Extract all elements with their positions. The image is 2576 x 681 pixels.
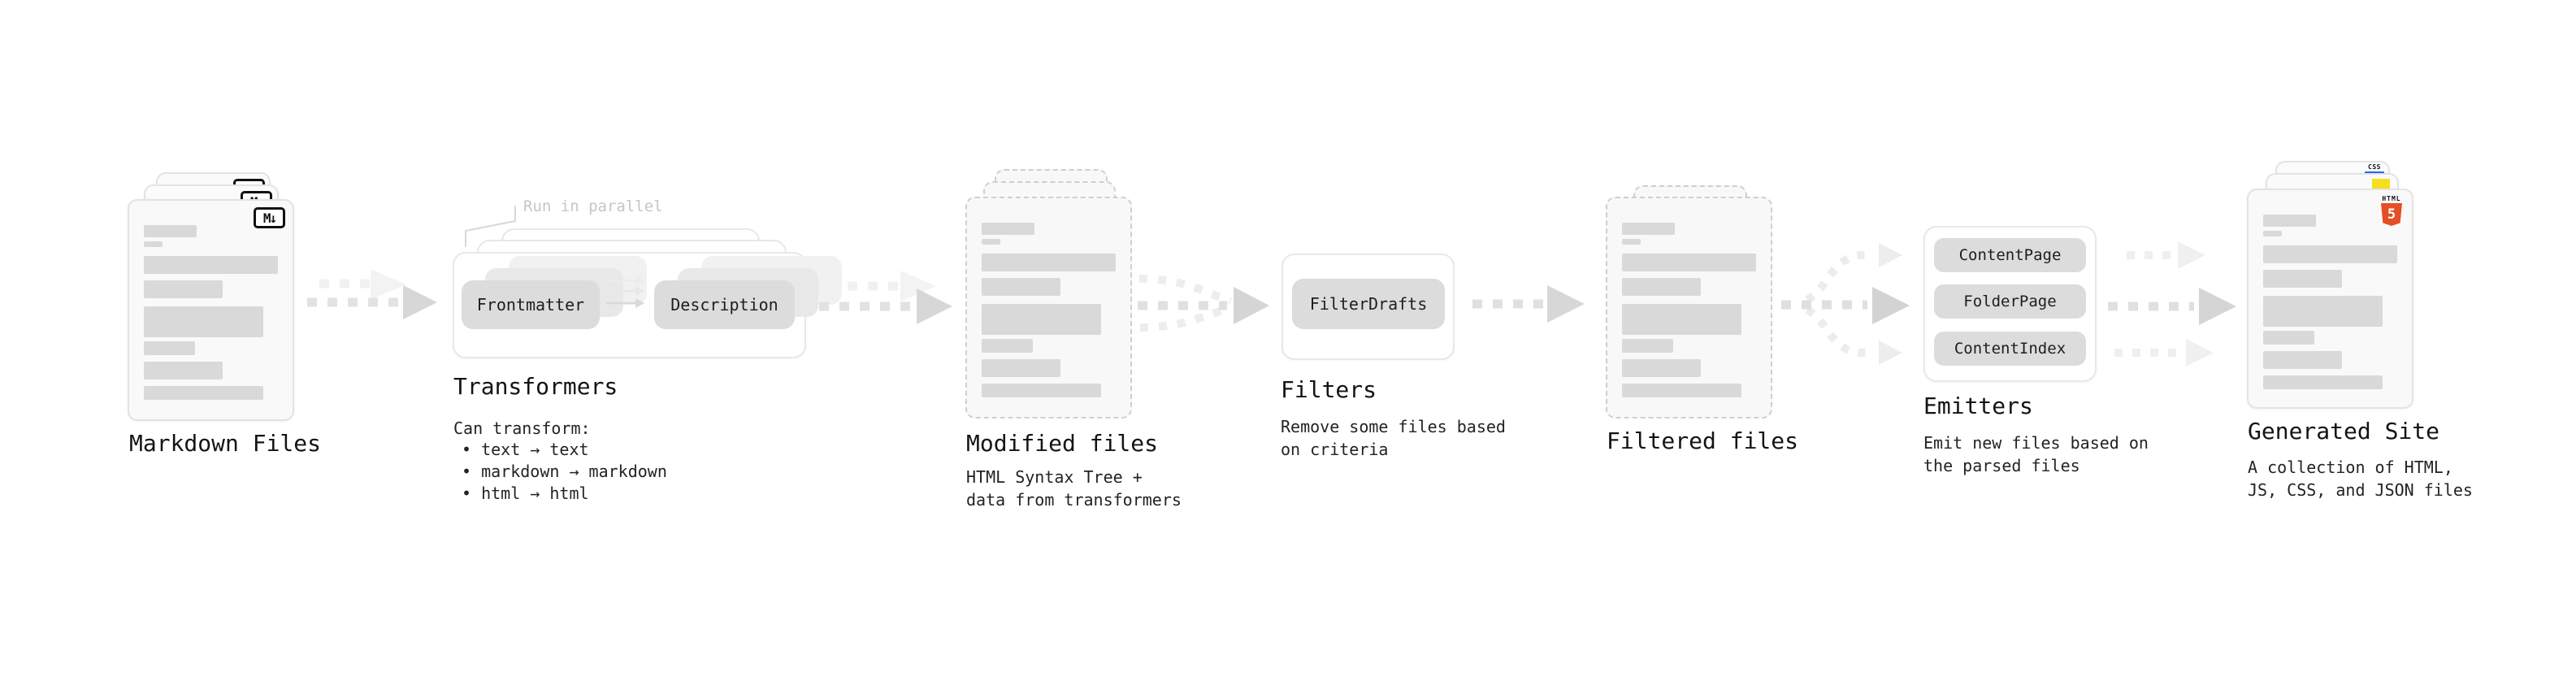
generated-site-subtext: A collection of HTML, JS, CSS, and JSON … [2248, 458, 2473, 500]
text-line-placeholder [1622, 339, 1673, 353]
filters-label: Filters [1281, 376, 1377, 403]
modified-file-card [965, 197, 1132, 419]
html5-icon: HTML 5 [2381, 195, 2402, 226]
text-line-placeholder [982, 339, 1033, 353]
text-line-placeholder [2263, 231, 2282, 236]
emitters-subtext: Emit new files based on the parsed files [1923, 433, 2149, 475]
text-line-placeholder [2263, 375, 2383, 389]
transformers-subtext: Can transform: [453, 419, 591, 438]
contentpage-button: ContentPage [1934, 238, 2086, 272]
emitters-label: Emitters [1923, 393, 2033, 419]
generated-file-card-html: HTML 5 [2247, 189, 2413, 409]
arrow-emitters-to-generated [2108, 241, 2236, 367]
filtered-files-label: Filtered files [1607, 427, 1799, 454]
text-line-placeholder [144, 306, 263, 337]
text-line-placeholder [144, 225, 197, 237]
text-line-placeholder [982, 384, 1101, 397]
text-line-placeholder [2263, 215, 2316, 227]
filters-subtext: Remove some files based on criteria [1281, 417, 1506, 459]
text-line-placeholder [1622, 384, 1741, 397]
bullet-item: • text → text [462, 440, 589, 459]
markdown-icon: M↓ [254, 207, 285, 228]
text-line-placeholder [982, 278, 1060, 296]
text-line-placeholder [2263, 270, 2342, 288]
text-line-placeholder [2263, 296, 2383, 327]
text-line-placeholder [1622, 223, 1675, 235]
generated-site-label: Generated Site [2248, 418, 2440, 445]
transformers-bullet-list: • text → text • markdown → markdown • ht… [453, 439, 667, 505]
text-line-placeholder [1622, 239, 1641, 245]
text-line-placeholder [1622, 254, 1756, 271]
bullet-item: • markdown → markdown [462, 462, 667, 481]
markdown-files-label: Markdown Files [129, 430, 322, 457]
arrow-filtered-to-emitters [1781, 243, 1910, 365]
text-line-placeholder [1622, 278, 1701, 296]
text-line-placeholder [1622, 304, 1741, 335]
transformers-label: Transformers [453, 373, 618, 400]
filtered-file-card [1606, 197, 1772, 419]
text-line-placeholder [982, 254, 1116, 271]
text-line-placeholder [982, 304, 1101, 335]
description-button: Description [654, 280, 795, 329]
js-icon [2372, 179, 2390, 189]
text-line-placeholder [2263, 331, 2314, 345]
run-in-parallel-annotation: Run in parallel [523, 197, 663, 215]
frontmatter-button: Frontmatter [462, 280, 600, 329]
arrow-modified-to-filters [1138, 275, 1269, 332]
modified-files-subtext: HTML Syntax Tree + data from transformer… [966, 467, 1182, 510]
text-line-placeholder [144, 341, 195, 355]
html5-shield: 5 [2381, 203, 2402, 226]
contentindex-button: ContentIndex [1934, 332, 2086, 366]
markdown-file-card: M↓ [128, 199, 294, 421]
arrow-filters-to-filtered [1472, 285, 1585, 323]
text-line-placeholder [2263, 245, 2397, 263]
text-line-placeholder [144, 386, 263, 400]
text-line-placeholder [982, 359, 1060, 377]
text-line-placeholder [144, 362, 223, 380]
text-line-placeholder [144, 256, 278, 274]
text-line-placeholder [2263, 351, 2342, 369]
modified-files-label: Modified files [966, 430, 1159, 457]
arrow-markdown-to-transformers [307, 269, 437, 319]
text-line-placeholder [982, 239, 1000, 245]
text-line-placeholder [144, 241, 163, 247]
filterdrafts-button: FilterDrafts [1292, 279, 1445, 329]
text-line-placeholder [144, 280, 223, 298]
text-line-placeholder [1622, 359, 1701, 377]
text-line-placeholder [982, 223, 1034, 235]
bullet-item: • html → html [462, 484, 589, 503]
folderpage-button: FolderPage [1934, 284, 2086, 319]
